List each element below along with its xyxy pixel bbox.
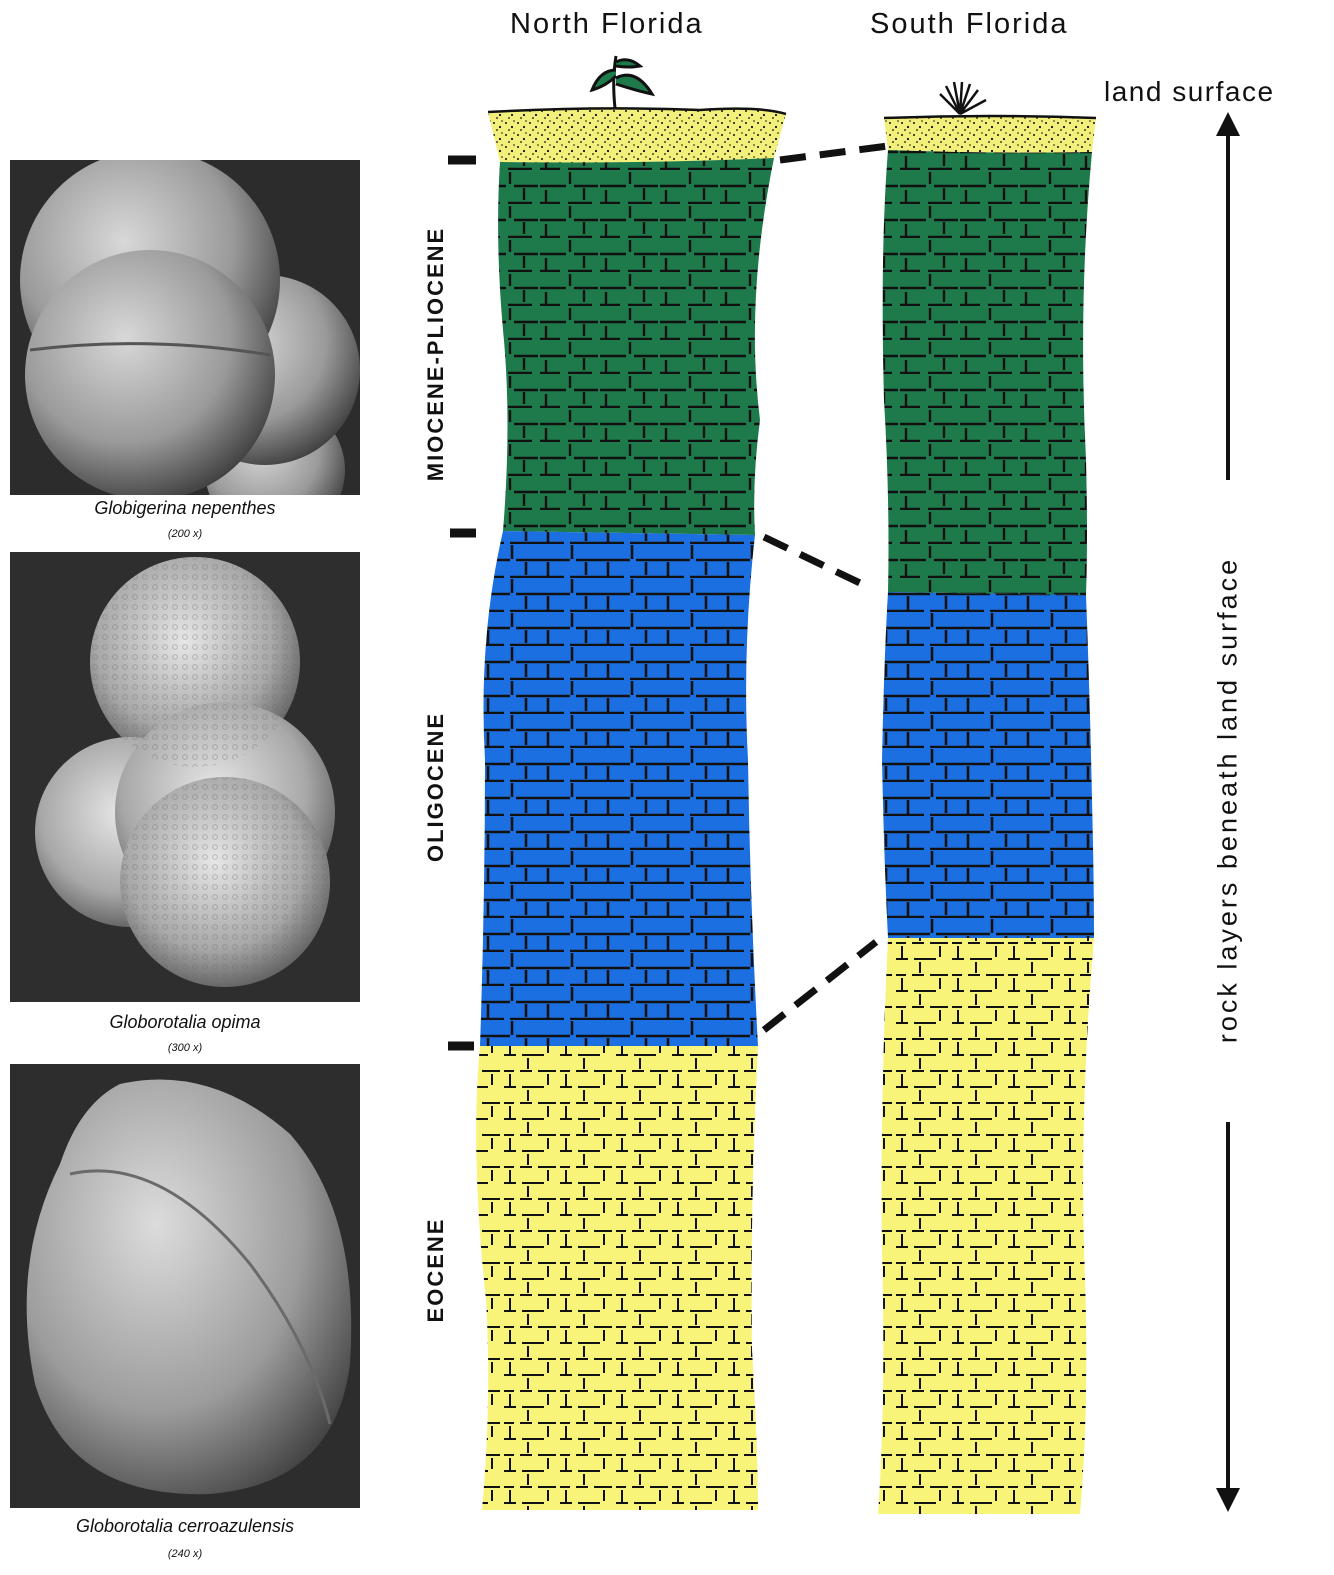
rock-layers-label: rock layers beneath land surface bbox=[1213, 557, 1244, 1043]
south-sand-layer bbox=[884, 116, 1096, 153]
correlation-lines bbox=[764, 146, 888, 1030]
north-oligocene-layer bbox=[480, 531, 758, 1046]
south-oligocene-layer bbox=[882, 592, 1094, 938]
north-florida-column bbox=[476, 56, 786, 1510]
north-eocene-layer bbox=[476, 1046, 758, 1510]
north-miocene-pliocene-layer bbox=[498, 158, 774, 535]
plant-icon bbox=[592, 56, 652, 108]
epoch-label-oligocene: OLIGOCENE bbox=[423, 712, 449, 862]
boundary-markers bbox=[448, 160, 476, 1046]
land-surface-label: land surface bbox=[1104, 76, 1275, 108]
north-sand-layer bbox=[488, 108, 786, 162]
epoch-label-miocene-pliocene: MIOCENE-PLIOCENE bbox=[423, 227, 449, 481]
epoch-label-eocene: EOCENE bbox=[423, 1218, 449, 1323]
south-florida-column bbox=[878, 82, 1096, 1514]
south-eocene-layer bbox=[878, 938, 1094, 1514]
south-florida-heading: South Florida bbox=[870, 8, 1069, 41]
north-florida-heading: North Florida bbox=[510, 8, 704, 41]
south-miocene-pliocene-layer bbox=[883, 150, 1092, 595]
grass-icon bbox=[940, 82, 986, 114]
